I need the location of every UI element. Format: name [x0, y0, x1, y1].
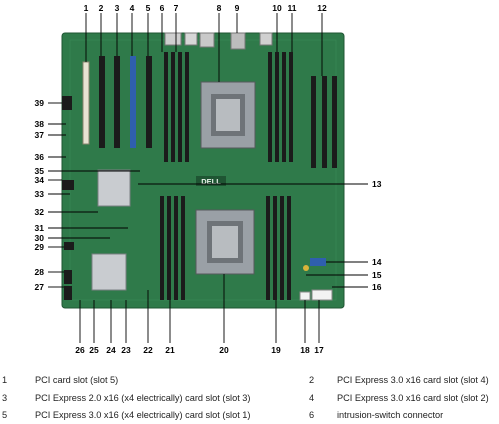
callout-35: 35 — [35, 166, 45, 176]
legend-table: 1 PCI card slot (slot 5) 2 PCI Express 3… — [0, 365, 499, 424]
callout-21: 21 — [165, 345, 175, 355]
callout-20: 20 — [219, 345, 229, 355]
legend-text: PCI Express 3.0 x16 card slot (slot 4) — [337, 375, 489, 385]
callout-23: 23 — [121, 345, 131, 355]
callout-13: 13 — [372, 179, 382, 189]
pci-slot-5 — [82, 61, 90, 145]
pcie-slot-4 — [99, 56, 105, 148]
legend-text: PCI Express 2.0 x16 (x4 electrically) ca… — [35, 393, 251, 403]
callout-numbers: 1 2 3 4 5 6 7 8 9 10 11 12 13 14 15 16 1… — [35, 3, 382, 355]
callout-32: 32 — [35, 207, 45, 217]
leader-lines — [48, 13, 368, 343]
legend-text: PCI Express 3.0 x16 (x4 electrically) ca… — [35, 410, 251, 420]
callout-36: 36 — [35, 152, 45, 162]
dell-logo: DELL — [201, 177, 221, 186]
callout-26: 26 — [75, 345, 85, 355]
callout-27: 27 — [35, 282, 45, 292]
legend-text: intrusion-switch connector — [337, 410, 444, 420]
legend-row: 1 PCI card slot (slot 5) 2 PCI Express 3… — [0, 375, 499, 389]
callout-15: 15 — [372, 270, 382, 280]
left-edge-connectors — [62, 96, 74, 300]
callout-7: 7 — [174, 3, 179, 13]
callout-6: 6 — [160, 3, 165, 13]
callout-39: 39 — [35, 98, 45, 108]
callout-22: 22 — [143, 345, 153, 355]
motherboard-diagram: DELL — [35, 3, 382, 355]
pcie-slot-3 — [114, 56, 120, 148]
pcie-slot-1 — [146, 56, 152, 148]
legend-num: 1 — [2, 375, 8, 385]
callout-17: 17 — [314, 345, 324, 355]
right-pcie-slots — [311, 76, 337, 168]
legend-text: PCI Express 3.0 x16 card slot (slot 2) — [337, 393, 489, 403]
callout-38: 38 — [35, 119, 45, 129]
callout-2: 2 — [99, 3, 104, 13]
cpu2-socket — [195, 209, 255, 275]
dimm-slots-cpu2-left — [160, 196, 185, 300]
legend-num: 2 — [309, 375, 315, 385]
dimm-slots-cpu2-right — [266, 196, 291, 300]
power-connectors — [299, 258, 333, 301]
callout-34: 34 — [35, 175, 45, 185]
callout-29: 29 — [35, 242, 45, 252]
dimm-slots-cpu1-left — [164, 52, 189, 162]
callout-28: 28 — [35, 267, 45, 277]
callout-33: 33 — [35, 189, 45, 199]
callout-18: 18 — [300, 345, 310, 355]
callout-19: 19 — [271, 345, 281, 355]
chipset-heatsinks — [91, 169, 131, 291]
callout-5: 5 — [146, 3, 151, 13]
legend-num: 3 — [2, 393, 8, 403]
callout-1: 1 — [84, 3, 89, 13]
callout-11: 11 — [288, 3, 297, 13]
legend-text: PCI card slot (slot 5) — [35, 375, 119, 385]
pcie-slot-2 — [130, 56, 136, 148]
cpu1-socket — [200, 81, 256, 149]
dimm-slots-cpu1-right — [268, 52, 293, 162]
callout-3: 3 — [115, 3, 120, 13]
legend-num: 6 — [309, 410, 315, 420]
callout-16: 16 — [372, 282, 382, 292]
callout-37: 37 — [35, 130, 45, 140]
legend-num: 5 — [2, 410, 8, 420]
legend-row: 3 PCI Express 2.0 x16 (x4 electrically) … — [0, 393, 499, 407]
callout-30: 30 — [35, 233, 45, 243]
legend-num: 4 — [309, 393, 315, 403]
callout-8: 8 — [217, 3, 222, 13]
callout-9: 9 — [235, 3, 240, 13]
dell-logo-chip: DELL — [196, 176, 226, 186]
rear-io-ports — [164, 32, 273, 50]
callout-12: 12 — [317, 3, 327, 13]
callout-25: 25 — [89, 345, 99, 355]
callout-10: 10 — [272, 3, 282, 13]
callout-31: 31 — [35, 223, 45, 233]
callout-24: 24 — [106, 345, 116, 355]
callout-4: 4 — [130, 3, 135, 13]
callout-14: 14 — [372, 257, 382, 267]
legend-row: 5 PCI Express 3.0 x16 (x4 electrically) … — [0, 410, 499, 424]
